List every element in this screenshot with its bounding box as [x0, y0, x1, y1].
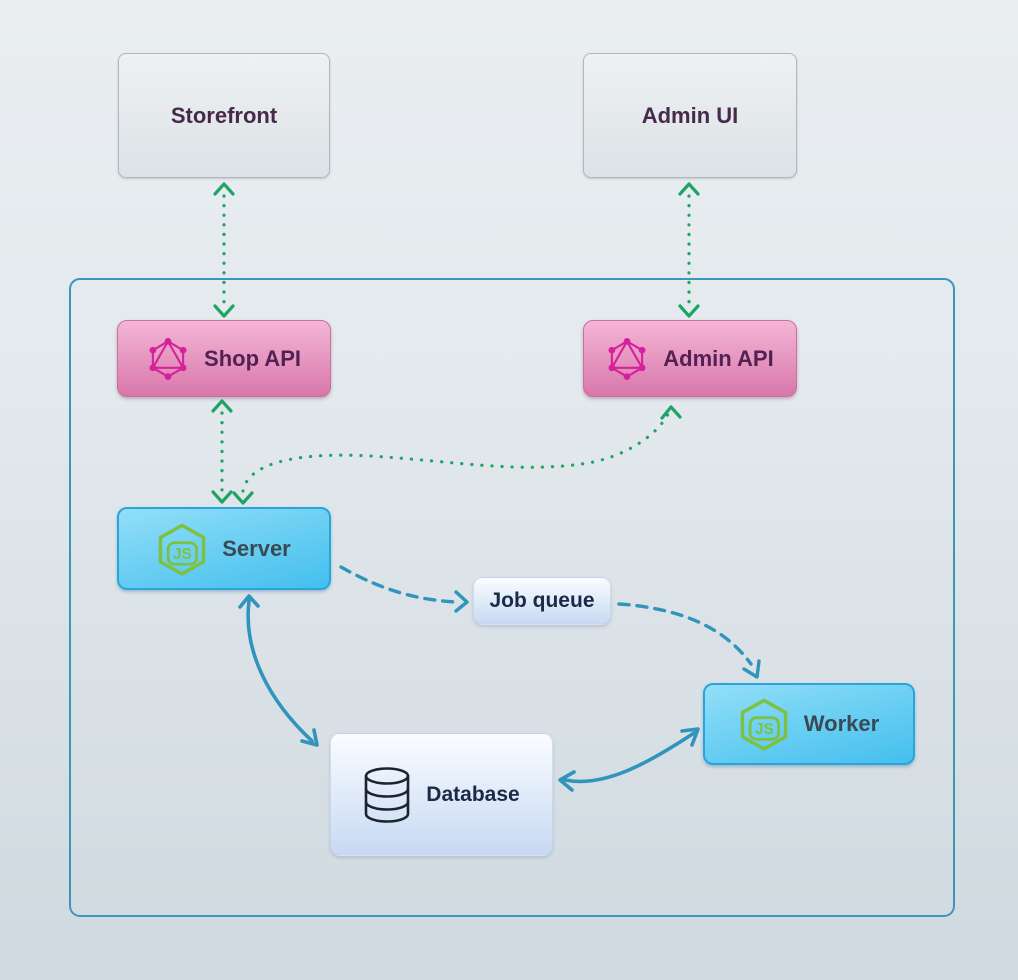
node-database: Database — [330, 733, 553, 856]
node-job-queue: Job queue — [473, 577, 611, 625]
node-admin-api: Admin API — [583, 320, 797, 397]
shop-api-label: Shop API — [204, 345, 301, 371]
database-icon — [364, 766, 410, 823]
job-queue-label: Job queue — [489, 589, 595, 612]
nodejs-icon: JS — [740, 698, 788, 751]
svg-text:JS: JS — [173, 546, 192, 563]
svg-text:JS: JS — [755, 721, 774, 738]
graphql-icon — [608, 337, 646, 380]
nodejs-icon: JS — [158, 523, 206, 576]
admin-ui-label: Admin UI — [641, 102, 739, 128]
server-label: Server — [222, 535, 291, 561]
admin-api-label: Admin API — [663, 345, 774, 371]
node-admin-ui: Admin UI — [583, 53, 797, 178]
node-shop-api: Shop API — [117, 320, 331, 397]
node-worker: JS Worker — [703, 683, 915, 765]
storefront-label: Storefront — [170, 102, 278, 128]
worker-label: Worker — [803, 711, 880, 736]
database-label: Database — [426, 782, 520, 806]
graphql-icon — [149, 337, 187, 380]
node-server: JS Server — [117, 507, 331, 590]
node-storefront: Storefront — [118, 53, 330, 178]
server-boundary-frame — [69, 278, 955, 917]
